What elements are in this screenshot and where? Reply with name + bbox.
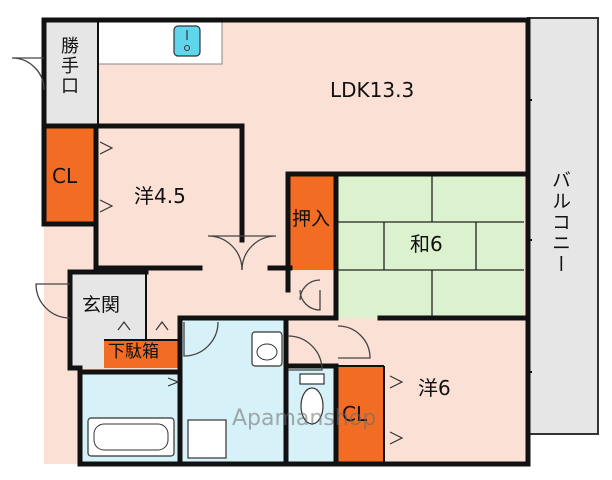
western-room-a-label: 洋4.5 [134, 184, 186, 208]
shoe-box-label: 下駄箱 [108, 342, 159, 362]
bathtub-icon [87, 417, 175, 457]
entrance-label: 玄関 [82, 294, 121, 316]
japanese-room-label: 和6 [410, 232, 443, 256]
closet-b [336, 366, 384, 462]
toilet-bowl-icon [300, 387, 324, 425]
door-swings [11, 57, 371, 371]
closet-a [44, 128, 96, 224]
service-door-area [46, 22, 98, 126]
japanese-room [336, 174, 524, 318]
washbasin-icon [251, 331, 283, 367]
oshiire-label: 押入 [292, 208, 331, 230]
western-room-b-label: 洋6 [418, 376, 451, 400]
toilet-tank-icon [299, 373, 325, 385]
washbasin-bowl-icon [256, 343, 278, 361]
ldk-label: LDK13.3 [330, 78, 415, 102]
shoe-box [104, 340, 180, 368]
kitchen-sink-icon [173, 25, 201, 57]
closet-a-label: CL [52, 164, 78, 188]
bathtub-inner-icon [93, 423, 169, 451]
tatami-lines [336, 174, 524, 318]
kitchen-door-label: 勝手口 [58, 36, 79, 96]
kitchen-counter [97, 19, 223, 65]
oshiire-closet [290, 174, 336, 270]
walls [41, 17, 531, 467]
watermark: Apamanshop [232, 406, 377, 431]
balcony-label: バルコニー [549, 170, 571, 275]
thin-partitions [97, 22, 532, 462]
closet-b-label: CL [342, 402, 368, 426]
washing-machine-icon [187, 419, 227, 459]
balcony-area [527, 17, 599, 435]
sink-drain-icon [184, 45, 190, 51]
closet-markers [99, 141, 404, 445]
